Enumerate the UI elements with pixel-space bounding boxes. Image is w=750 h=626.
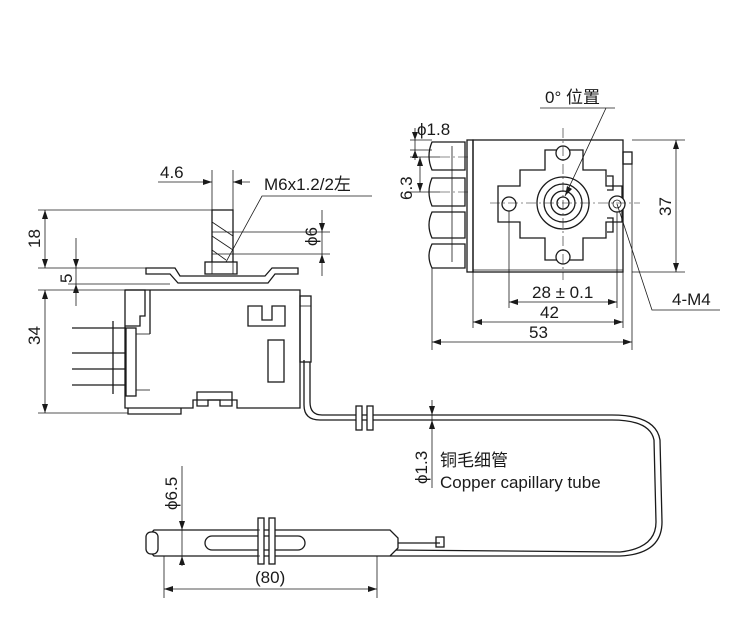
label-tube-cn: 铜毛细管 xyxy=(440,451,508,470)
dim-bracket-height: 5 xyxy=(57,274,76,283)
dim-front-width: 53 xyxy=(529,323,548,342)
dim-holes: 4-M4 xyxy=(672,290,711,309)
dimension-lines xyxy=(38,107,720,598)
label-tube-en: Copper capillary tube xyxy=(440,473,601,492)
dim-bulb-length: (80) xyxy=(255,568,285,587)
dim-shaft-height: 18 xyxy=(25,229,44,248)
side-view xyxy=(72,209,312,415)
dim-zero-position: 0° 位置 xyxy=(545,88,600,107)
dimension-labels: 4.6 M6x1.2/2左 ϕ6 18 5 34 ϕ1.8 6.3 0° 位置 … xyxy=(25,88,711,587)
capillary-assembly xyxy=(145,360,663,565)
dim-tube-dia: ϕ1.3 xyxy=(412,451,431,484)
dim-terminal-dia: ϕ1.8 xyxy=(417,120,450,139)
front-view xyxy=(428,128,640,280)
dim-inner-width: 42 xyxy=(540,303,559,322)
dim-bulb-dia: ϕ6.5 xyxy=(162,477,181,510)
dim-body-height: 34 xyxy=(25,326,44,345)
dim-shaft-offset: 4.6 xyxy=(160,163,184,182)
dim-terminal-pitch: 6.3 xyxy=(397,176,416,200)
dim-shaft-dia: ϕ6 xyxy=(302,227,321,246)
dim-hole-pitch: 28 ± 0.1 xyxy=(532,283,593,302)
dim-front-height: 37 xyxy=(656,197,675,216)
dim-thread: M6x1.2/2左 xyxy=(264,175,351,194)
